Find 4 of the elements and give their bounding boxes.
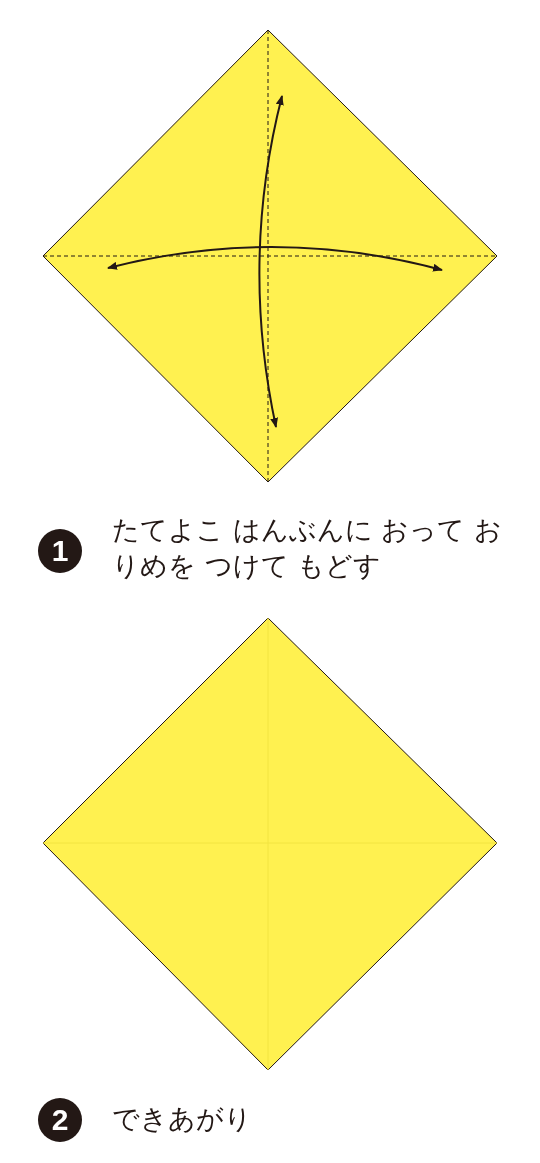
step-number: 2 (38, 1098, 82, 1142)
instruction-text: できあがり (112, 1102, 253, 1136)
instruction-text: たてよこ はんぶんに おって おりめを つけて もどす (112, 513, 503, 583)
step-number: 1 (38, 529, 82, 573)
